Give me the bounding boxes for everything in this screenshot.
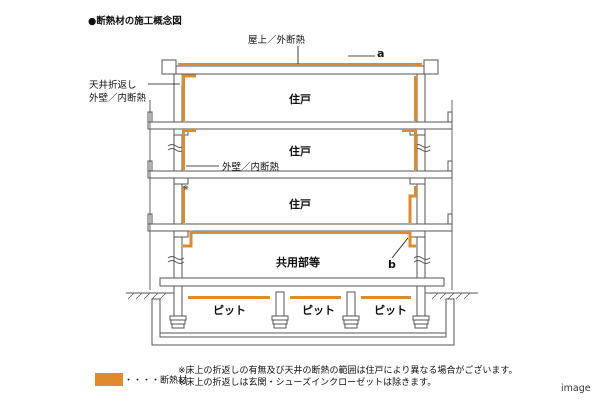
room-common: 共用部等 bbox=[276, 255, 320, 269]
room-pit-3: ピット bbox=[374, 304, 407, 317]
insulation-lines bbox=[178, 63, 422, 299]
diagram-title: ●断熱材の施工概念図 bbox=[88, 15, 182, 27]
note-2: ※床上の折返しは玄関・シューズインクローゼットは除きます。 bbox=[178, 376, 436, 388]
mid-unit-floor-fold bbox=[182, 129, 196, 137]
ceiling-fold-label: 天井折返し bbox=[89, 79, 137, 91]
ground bbox=[126, 292, 478, 300]
roof-insulation-label: 屋上／外断熱 bbox=[248, 34, 306, 46]
mark-a: a bbox=[377, 47, 384, 60]
wall-insulation-label-top: 外壁／内断熱 bbox=[89, 92, 147, 104]
building-structure bbox=[147, 59, 453, 291]
room-unit-top: 住戸 bbox=[289, 92, 311, 106]
kome-mark: ※ bbox=[183, 184, 189, 192]
mid-unit-right-top bbox=[402, 129, 417, 170]
low-unit-right-wall bbox=[408, 186, 417, 223]
mark-b-leader bbox=[391, 237, 409, 259]
room-pit-1: ピット bbox=[213, 304, 246, 317]
legend-label: ・・・・断熱材 bbox=[124, 374, 187, 386]
wall-insulation-label: 外壁／内断熱 bbox=[222, 161, 280, 173]
corner-image-label: image bbox=[561, 383, 591, 394]
mark-b: b bbox=[388, 258, 396, 271]
common-ceiling bbox=[191, 231, 416, 248]
note-1: ※床上の折返しの有無及び天井の断熱の範囲は住戸により異なる場合がございます。 bbox=[178, 364, 517, 376]
common-ceiling-left bbox=[183, 230, 193, 248]
room-unit-low: 住戸 bbox=[289, 197, 311, 211]
room-unit-mid: 住戸 bbox=[289, 144, 311, 158]
room-pit-2: ピット bbox=[302, 304, 335, 317]
legend-swatch bbox=[95, 373, 123, 386]
foundation bbox=[151, 285, 455, 346]
